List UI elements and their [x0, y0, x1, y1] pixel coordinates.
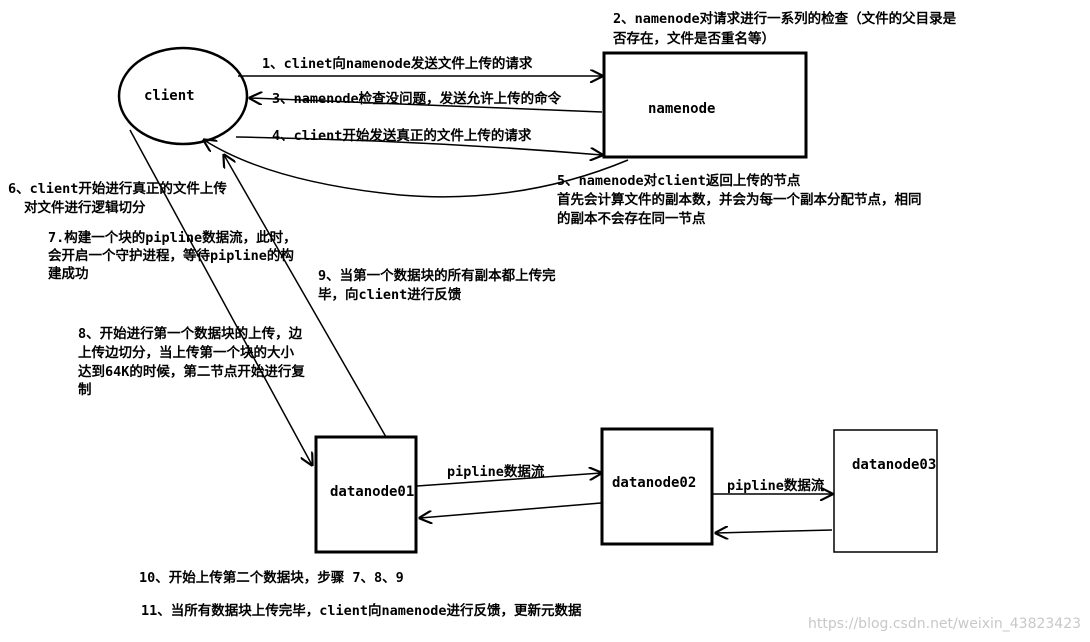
step9-text-line1: 9、当第一个数据块的所有副本都上传完	[318, 268, 556, 284]
step7-text-line2: 会开启一个守护进程，等待pipline的构	[48, 248, 294, 264]
step4-text: 4、client开始发送真正的文件上传的请求	[272, 128, 532, 144]
namenode-node	[602, 51, 808, 159]
step8-text-line2: 上传边切分，当上传第一个块的大小	[78, 345, 294, 361]
step5-text-line1: 5、namenode对client返回上传的节点	[557, 173, 801, 189]
step5-text-line3: 的副本不会存在同一节点	[557, 211, 706, 227]
client-label: client	[144, 88, 195, 104]
arrow-ack-dn02-dn01	[420, 502, 602, 518]
step8-text-line1: 8、开始进行第一个数据块的上传，边	[78, 326, 303, 342]
step10-text: 10、开始上传第二个数据块，步骤 7、8、9	[139, 570, 404, 586]
arrow-step4	[235, 136, 602, 155]
step11-text: 11、当所有数据块上传完毕，client向namenode进行反馈，更新元数据	[141, 603, 582, 619]
pipeline-label-2: pipline数据流	[727, 478, 825, 494]
step9-text-line2: 毕，向client进行反馈	[318, 287, 462, 303]
arrow-step5	[204, 140, 629, 198]
arrow-ack-dn03-dn02	[716, 530, 833, 533]
step5-text-line2: 首先会计算文件的副本数，并会为每一个副本分配节点，相同	[557, 192, 922, 208]
step1-text: 1、clinet向namenode发送文件上传的请求	[262, 56, 533, 72]
step8-text-line4: 制	[78, 382, 92, 398]
namenode-label: namenode	[648, 101, 716, 117]
datanode01-node	[314, 435, 418, 554]
step7-text-line3: 建成功	[48, 266, 89, 282]
step3-text: 3、namenode检查没问题，发送允许上传的命令	[272, 91, 562, 107]
step6-text-line2: 对文件进行逻辑切分	[24, 200, 146, 216]
client-node	[117, 46, 249, 146]
datanode03-label: datanode03	[852, 457, 937, 473]
arrow-pipeline-dn01-dn02	[416, 473, 601, 487]
step6-text-line1: 6、client开始进行真正的文件上传	[8, 181, 227, 197]
step2-text-line1: 2、namenode对请求进行一系列的检查（文件的父目录是	[613, 11, 957, 27]
watermark: https://blog.csdn.net/weixin_43823423	[808, 616, 1082, 632]
arrow-step3	[250, 98, 603, 113]
datanode02-node	[600, 427, 714, 546]
arrow-client-to-datanode01	[129, 129, 312, 465]
pipeline-label-1: pipline数据流	[447, 464, 545, 480]
step7-text-line1: 7.构建一个块的pipline数据流，此时，	[48, 230, 297, 246]
datanode02-label: datanode02	[612, 475, 697, 491]
arrow-datanode01-to-client	[224, 155, 387, 438]
datanode03-node	[833, 429, 938, 553]
datanode01-label: datanode01	[330, 484, 415, 500]
step8-text-line3: 达到64K的时候，第二节点开始进行复	[78, 364, 305, 380]
step2-text-line2: 否存在，文件是否重名等）	[613, 31, 775, 47]
